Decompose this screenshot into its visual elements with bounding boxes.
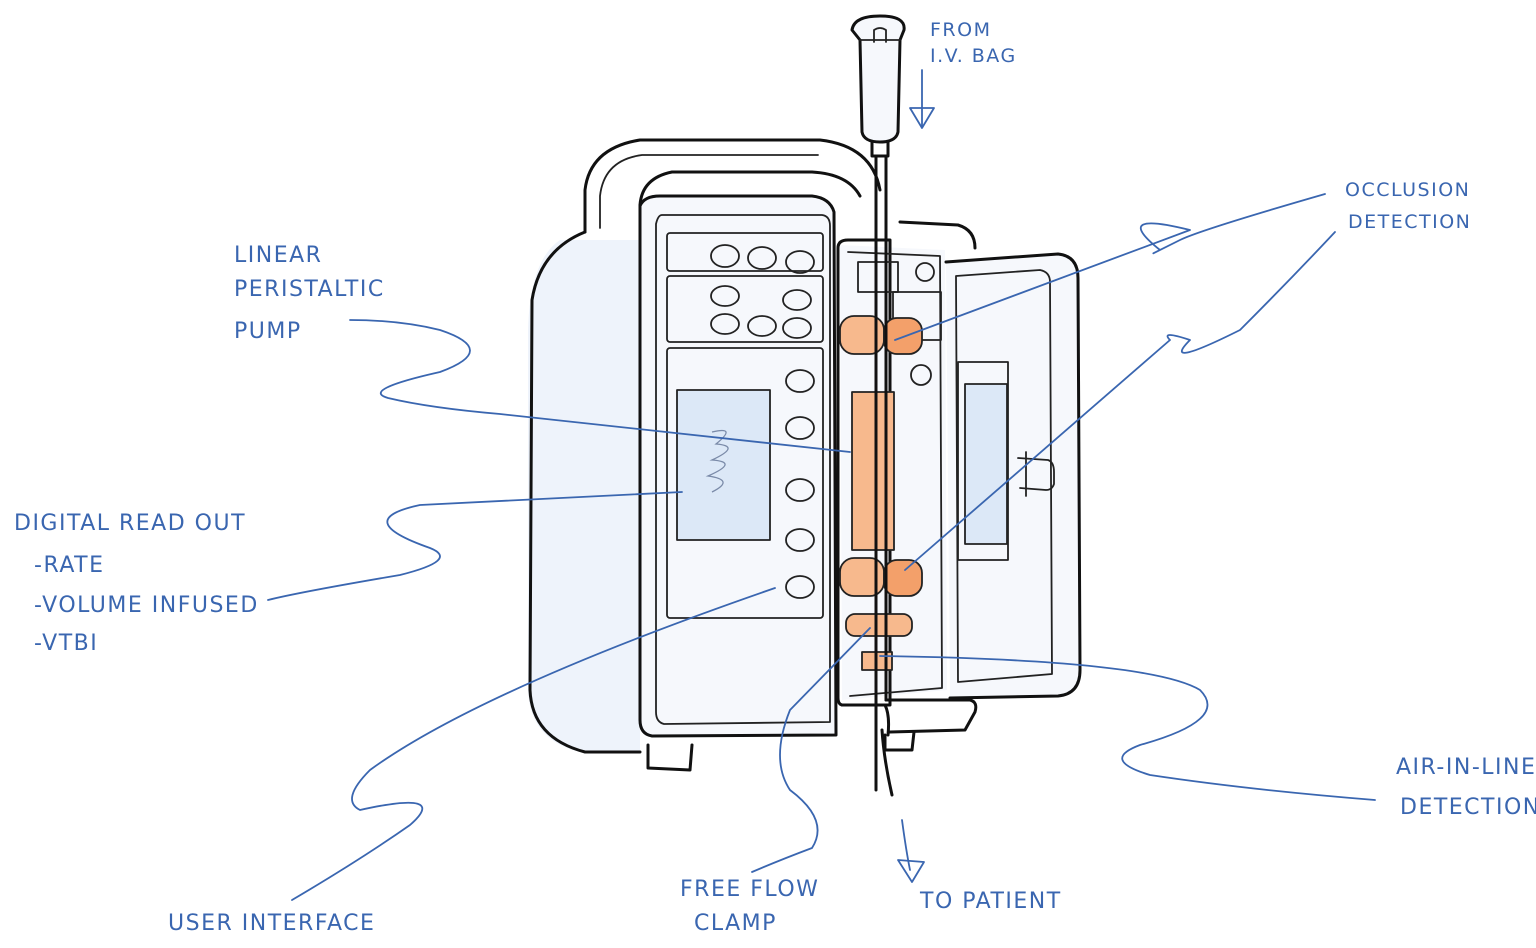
button	[782, 317, 812, 339]
label-line: FREE FLOW	[680, 877, 819, 902]
occlusion-sensor-top	[839, 315, 923, 355]
free-flow-clamp-part	[845, 613, 913, 637]
display-screen	[676, 389, 771, 541]
flow-arrow-out	[897, 819, 925, 883]
label-occlusion: OCCLUSION DETECTION	[1345, 179, 1471, 233]
leader-digital-readout	[267, 491, 683, 601]
top-buttons	[710, 244, 815, 274]
button	[785, 528, 815, 552]
button	[785, 478, 815, 502]
flow-arrow-in	[909, 69, 935, 129]
label-line: PERISTALTIC	[234, 277, 385, 302]
label-line: -RATE	[34, 553, 105, 578]
button	[785, 250, 815, 274]
iv-tubing	[850, 14, 906, 797]
button	[710, 244, 740, 268]
label-line: AIR-IN-LINE	[1396, 755, 1536, 780]
label-line: I.V. BAG	[930, 45, 1017, 67]
label-line: DIGITAL READ OUT	[14, 511, 246, 536]
button	[782, 289, 812, 311]
button	[785, 575, 815, 599]
label-line: PUMP	[234, 319, 302, 344]
side-buttons	[785, 369, 815, 599]
label-line: OCCLUSION	[1345, 179, 1470, 201]
label-line: -VTBI	[34, 631, 98, 656]
label-user-interface: USER INTERFACE	[168, 911, 375, 936]
label-air-in-line: AIR-IN-LINE DETECTION	[1396, 755, 1536, 820]
leader-occlusion-bottom	[904, 231, 1336, 571]
occlusion-sensor-bottom	[839, 557, 923, 597]
leader-occlusion-top	[894, 193, 1326, 341]
label-digital-readout: DIGITAL READ OUT -RATE -VOLUME INFUSED -…	[14, 511, 259, 656]
label-linear-pump: LINEAR PERISTALTIC PUMP	[234, 243, 385, 344]
keypad-buttons	[710, 285, 812, 339]
label-line: DETECTION	[1348, 211, 1471, 233]
button	[785, 416, 815, 440]
label-line: CLAMP	[694, 911, 777, 936]
leader-linear-pump	[349, 319, 851, 453]
label-line: -VOLUME INFUSED	[34, 593, 259, 618]
button	[710, 313, 740, 335]
button	[710, 285, 740, 307]
leader-free-flow-clamp	[751, 627, 871, 873]
button	[747, 246, 777, 270]
label-line: FROM	[930, 19, 991, 41]
label-line: LINEAR	[234, 243, 322, 268]
label-line: DETECTION	[1400, 795, 1536, 820]
peristaltic-fingers	[851, 391, 895, 551]
label-free-flow-clamp: FREE FLOW CLAMP	[680, 877, 819, 936]
button	[747, 315, 777, 337]
label-from-iv-bag: FROM I.V. BAG	[930, 19, 1017, 67]
leader-lines	[267, 193, 1376, 901]
button	[785, 369, 815, 393]
label-to-patient: TO PATIENT	[919, 889, 1062, 914]
leader-user-interface	[291, 587, 776, 901]
leader-air-in-line	[879, 655, 1376, 801]
